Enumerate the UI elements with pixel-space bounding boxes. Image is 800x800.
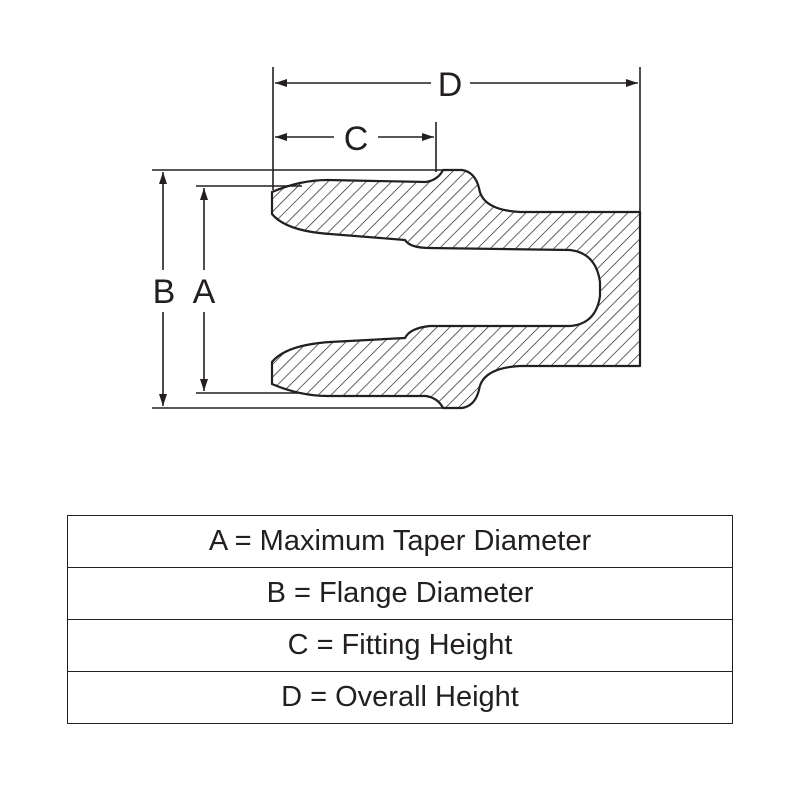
legend-row-d: D = Overall Height xyxy=(67,671,733,724)
legend-row: B = Flange Diameter xyxy=(67,567,733,620)
extension-lines xyxy=(152,67,641,409)
dimension-legend-table: A = Maximum Taper Diameter B = Flange Di… xyxy=(67,515,733,724)
legend-row: D = Overall Height xyxy=(67,671,733,724)
legend-row-c: C = Fitting Height xyxy=(67,619,733,672)
fitting-cross-section xyxy=(270,168,642,410)
dimension-label-d: D xyxy=(438,66,463,104)
dimension-label-a: A xyxy=(193,273,216,311)
dimension-label-c: C xyxy=(344,120,369,158)
legend-row-a: A = Maximum Taper Diameter xyxy=(67,515,733,568)
legend-row: C = Fitting Height xyxy=(67,619,733,672)
legend-row-b: B = Flange Diameter xyxy=(67,567,733,620)
dimension-label-b: B xyxy=(153,273,176,311)
legend-row: A = Maximum Taper Diameter xyxy=(67,515,733,568)
dimension-lines xyxy=(159,79,638,406)
